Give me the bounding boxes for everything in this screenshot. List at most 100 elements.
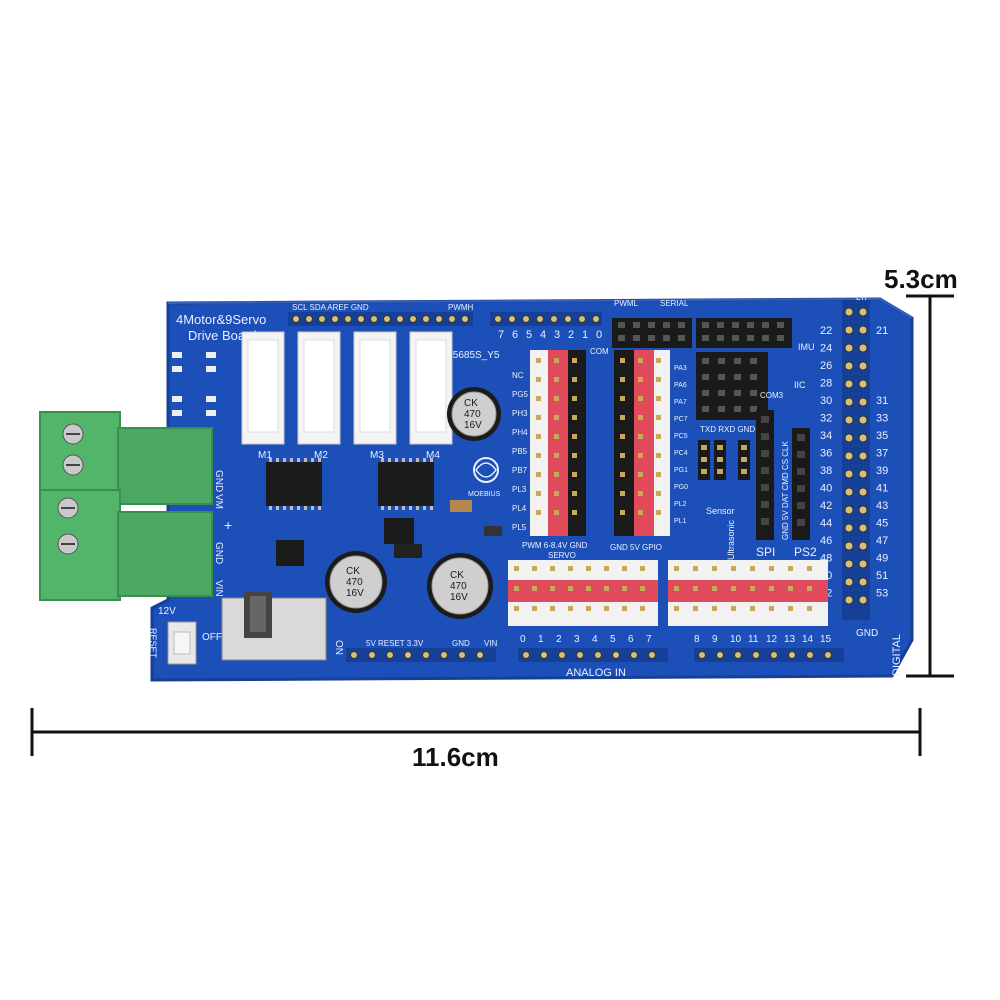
capacitor [329, 555, 383, 609]
chip-leg [269, 458, 272, 462]
regulator-chip [276, 540, 304, 566]
header-pin [554, 434, 559, 439]
pin-hole [858, 379, 868, 389]
gpio-row-label: PA3 [674, 365, 687, 372]
capacitor-label: CK [450, 570, 464, 581]
pin-hole [858, 325, 868, 335]
board-title-line1: 4Motor&9Servo [176, 312, 266, 327]
header-pin [604, 586, 609, 591]
analog-number: 1 [538, 634, 544, 645]
digital-pin-label: 31 [876, 395, 888, 407]
digital-pin-label: 26 [820, 360, 832, 372]
ps2-label: PS2 [794, 545, 817, 559]
header-pin [572, 396, 577, 401]
socket-hole [747, 322, 754, 328]
pin-hole [383, 315, 391, 323]
pin-hole [370, 315, 378, 323]
power-label-1: 5V RESET 3.3V [366, 639, 424, 648]
chip-leg [416, 506, 419, 510]
header-pin [620, 453, 625, 458]
socket-hole [761, 450, 769, 457]
header-pin [554, 510, 559, 515]
motor-label: M2 [314, 450, 328, 461]
header-pin [620, 396, 625, 401]
header-pin [656, 510, 661, 515]
pin-hole [404, 651, 412, 659]
pin-hole [858, 343, 868, 353]
spi-header [756, 410, 774, 540]
pin-hole [386, 651, 394, 659]
header-pin [586, 586, 591, 591]
analog-number: 5 [610, 634, 616, 645]
socket-hole [718, 390, 725, 396]
header-pin [712, 606, 717, 611]
header-pin [572, 358, 577, 363]
digital-pin-label: 51 [876, 570, 888, 582]
header-pin [568, 566, 573, 571]
smd-component-2 [450, 500, 472, 512]
pin-hole [461, 315, 469, 323]
digital-pin-label: 53 [876, 588, 888, 600]
ps2-pins-label: GND 5V DAT CMD CS CLK [781, 441, 790, 540]
header-pin [620, 491, 625, 496]
header-pin [788, 586, 793, 591]
gpio-caption: GND 5V GPIO [610, 543, 662, 552]
pin-hole [844, 541, 854, 551]
digital-pin-label: 30 [820, 395, 832, 407]
sensor-label: Sensor [706, 506, 735, 516]
header-pin [769, 586, 774, 591]
capacitor-label: 470 [346, 577, 363, 588]
pin-hole [844, 307, 854, 317]
capacitor-label: CK [464, 398, 478, 409]
chip-leg [276, 506, 279, 510]
chip-leg [304, 458, 307, 462]
header-pin [550, 586, 555, 591]
power-label-vin: VIN [484, 639, 498, 648]
pin-hole [844, 397, 854, 407]
header-pin [554, 377, 559, 382]
gpio-row-label: PL2 [674, 501, 687, 508]
socket-hole [717, 335, 724, 341]
socket-hole [750, 406, 757, 412]
analog-number: 14 [802, 634, 814, 645]
digital-pin-label: 45 [876, 518, 888, 530]
header-pin [717, 457, 723, 462]
pwm-number: 2 [568, 329, 574, 341]
chip-leg [423, 506, 426, 510]
pin-hole [858, 523, 868, 533]
power-pin-strip [346, 648, 496, 662]
pin-hole [494, 315, 502, 323]
socket-hole [797, 485, 805, 492]
pin-hole [448, 315, 456, 323]
header-pin [638, 358, 643, 363]
pin-hole [858, 433, 868, 443]
header-pin [656, 415, 661, 420]
ultrasonic-label: Ultrasonic [726, 519, 736, 560]
pin-hole [368, 651, 376, 659]
pin-hole [858, 541, 868, 551]
socket-hole [618, 322, 625, 328]
pin-hole [844, 595, 854, 605]
pin-hole [858, 505, 868, 515]
analog-number: 10 [730, 634, 742, 645]
chip-leg [311, 506, 314, 510]
header-pin [620, 415, 625, 420]
servo-caption: PWM 6-8.4V GND [522, 541, 588, 550]
header-label-pwmh: PWMH [448, 303, 474, 312]
header-label-i2c: SCL SDA AREF GND [292, 303, 369, 312]
header-pin [769, 606, 774, 611]
socket-hole [648, 322, 655, 328]
header-pin [656, 377, 661, 382]
reset-label: RESET [148, 628, 158, 659]
header-pin [536, 415, 541, 420]
socket-hole [648, 335, 655, 341]
com3-label: COM3 [760, 391, 784, 400]
header-pin [532, 586, 537, 591]
chip-leg [297, 506, 300, 510]
socket-hole [732, 322, 739, 328]
socket-hole [750, 358, 757, 364]
pin-hole [344, 315, 352, 323]
header-pin [674, 606, 679, 611]
capacitor-label: 470 [464, 409, 481, 420]
